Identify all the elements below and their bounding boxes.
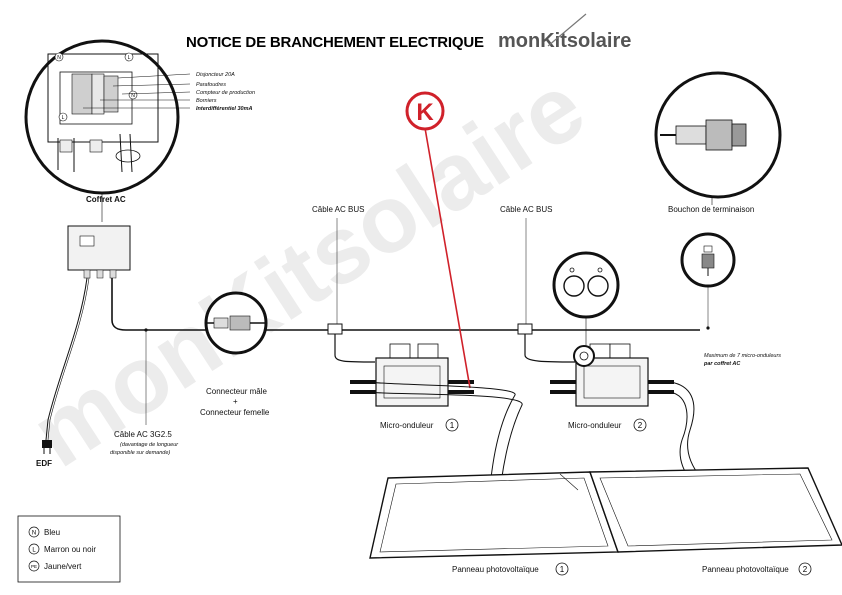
cable-ac-note-1: (davantage de longueur bbox=[120, 442, 179, 448]
svg-text:Jaune/vert: Jaune/vert bbox=[44, 562, 82, 571]
k-marker: K bbox=[405, 91, 471, 389]
micro-onduleur-2-number: 2 bbox=[633, 418, 647, 432]
coffret-terminal-l-top: L bbox=[124, 52, 134, 62]
brand-name: monKitsolaire bbox=[498, 30, 631, 52]
svg-text:L: L bbox=[32, 548, 36, 554]
svg-text:L: L bbox=[128, 55, 131, 61]
connecteur-plus-label: + bbox=[233, 397, 238, 406]
panneau-2-label: Panneau photovoltaïque bbox=[702, 565, 789, 574]
svg-text:2: 2 bbox=[803, 565, 808, 574]
coffret-terminal-n-right: N bbox=[128, 90, 138, 100]
k-marker-letter: K bbox=[416, 99, 434, 126]
callout-disjoncteur: Disjoncteur 20A bbox=[196, 72, 235, 78]
ground-cable-detail-zoom bbox=[552, 251, 620, 346]
cable-bus-label-2: Câble AC BUS bbox=[500, 205, 552, 214]
svg-text:Bleu: Bleu bbox=[44, 528, 60, 537]
cable-bus-label-1: Câble AC BUS bbox=[312, 205, 364, 214]
coffret-terminal-n-top: N bbox=[54, 52, 64, 62]
callout-borniers: Borniers bbox=[196, 98, 217, 104]
cable-ac-note-2: disponible sur demande) bbox=[110, 450, 170, 456]
edf-plug-icon bbox=[42, 440, 52, 454]
svg-text:PE: PE bbox=[31, 564, 37, 569]
connecteur-femelle-label: Connecteur femelle bbox=[200, 408, 270, 417]
legend-item-l: L Marron ou noir bbox=[28, 543, 96, 555]
micro-onduleur-1-label: Micro-onduleur bbox=[380, 421, 434, 430]
panneau-2-number: 2 bbox=[798, 562, 812, 576]
svg-text:Marron ou noir: Marron ou noir bbox=[44, 545, 96, 554]
svg-text:N: N bbox=[57, 55, 61, 61]
micro-onduleur-1-number: 1 bbox=[445, 418, 459, 432]
brand-logo: monKitsolaire bbox=[498, 13, 631, 52]
panneau-1-number: 1 bbox=[555, 562, 569, 576]
edf-label: EDF bbox=[36, 459, 52, 468]
micro-onduleur-2 bbox=[550, 343, 674, 407]
bouchon-label: Bouchon de terminaison bbox=[668, 205, 754, 214]
solar-panel-2 bbox=[589, 467, 842, 553]
coffret-detail-zoom: N L N L bbox=[24, 39, 191, 195]
callout-parafoudres: Parafoudres bbox=[196, 82, 226, 88]
callout-interdifferentiel: Interdifférentiel 30mA bbox=[196, 106, 252, 112]
legend: N Bleu L Marron ou noir PE Jaune/vert bbox=[17, 515, 121, 583]
connecteur-male-label: Connecteur mâle bbox=[206, 387, 267, 396]
coffret-ac-box bbox=[67, 225, 131, 279]
micro-onduleur-1 bbox=[350, 343, 474, 407]
svg-text:N: N bbox=[131, 93, 135, 99]
max-note-2: par coffret AC bbox=[703, 361, 741, 367]
bouchon-small-zoom bbox=[680, 232, 736, 288]
svg-text:1: 1 bbox=[560, 565, 565, 574]
svg-text:N: N bbox=[32, 531, 36, 537]
svg-text:2: 2 bbox=[638, 421, 643, 430]
bouchon-detail-zoom bbox=[654, 71, 782, 199]
coffret-callouts: Disjoncteur 20A Parafoudres Compteur de … bbox=[196, 72, 255, 112]
cable-ac-label: Câble AC 3G2.5 bbox=[114, 430, 172, 439]
coffret-terminal-l-left: L bbox=[58, 112, 68, 122]
connector-detail-zoom bbox=[204, 291, 268, 355]
svg-text:L: L bbox=[62, 115, 65, 121]
svg-text:1: 1 bbox=[450, 421, 455, 430]
coffret-label: Coffret AC bbox=[86, 195, 126, 204]
solar-panel-1 bbox=[369, 471, 619, 559]
panneau-1-label: Panneau photovoltaïque bbox=[452, 565, 539, 574]
page-title: NOTICE DE BRANCHEMENT ELECTRIQUE bbox=[186, 34, 484, 51]
callout-compteur: Compteur de production bbox=[196, 90, 255, 96]
legend-item-pe: PE Jaune/vert bbox=[28, 560, 82, 572]
legend-item-n: N Bleu bbox=[28, 526, 60, 538]
max-note-1: Maximum de 7 micro-onduleurs bbox=[704, 353, 781, 359]
micro-onduleur-2-label: Micro-onduleur bbox=[568, 421, 622, 430]
